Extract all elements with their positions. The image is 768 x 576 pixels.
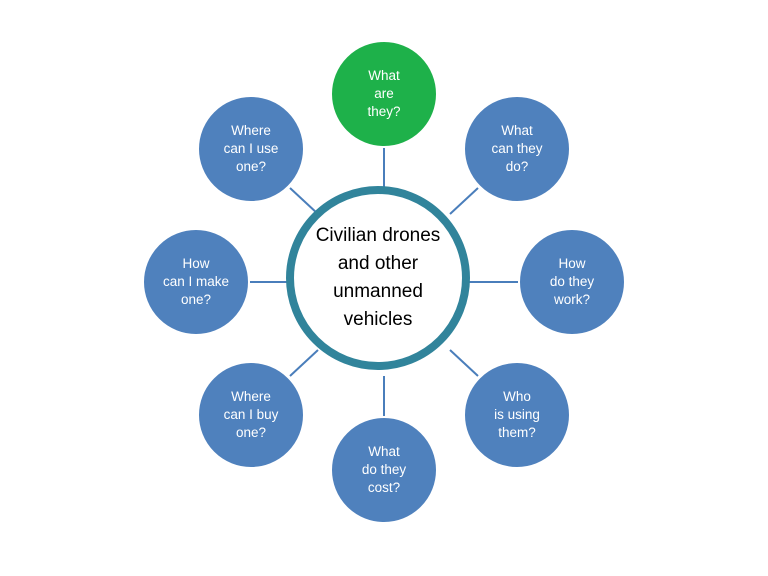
connector-where-can-i-use [289, 187, 319, 215]
node-how-do-they-work[interactable]: How do they work? [518, 228, 626, 336]
hub-circle: Civilian drones and other unmanned vehic… [286, 186, 470, 370]
node-label-line: work? [553, 292, 590, 307]
node-what-do-they-cost[interactable]: What do they cost? [330, 416, 438, 524]
node-label-line: How [558, 256, 586, 271]
node-label-line: can they [491, 141, 543, 156]
node-label-line: is using [494, 407, 540, 422]
node-label-line: do? [505, 159, 529, 174]
node-label-line: cost? [367, 480, 401, 495]
connector-where-can-i-buy [289, 349, 319, 377]
node-label-line: one? [235, 425, 267, 440]
node-label-line: How [182, 256, 210, 271]
node-label-line: one? [180, 292, 212, 307]
node-label-line: are [374, 86, 394, 101]
node-label-line: Who [503, 389, 531, 404]
node-label-line: them? [498, 425, 536, 440]
node-who-is-using-them[interactable]: Who is using them? [463, 361, 571, 469]
hub-label-line: unmanned [333, 281, 423, 302]
node-label-line: one? [235, 159, 267, 174]
node-label-line: can I make [162, 274, 230, 289]
node-label-line: What [501, 123, 533, 138]
node-where-can-i-buy-one[interactable]: Where can I buy one? [197, 361, 305, 469]
node-label-line: Where [231, 123, 271, 138]
node-label-line: they? [367, 104, 401, 119]
node-label-line: do they [361, 462, 407, 477]
connector-what-can-they-do [449, 187, 479, 215]
node-where-can-i-use-one[interactable]: Where can I use one? [197, 95, 305, 203]
connector-who-is-using-them [449, 349, 479, 377]
hub-label-line: and other [337, 253, 419, 274]
node-label-line: What [368, 444, 400, 459]
node-how-can-i-make-one[interactable]: How can I make one? [142, 228, 250, 336]
node-label-line: Where [231, 389, 271, 404]
node-label-line: can I use [223, 141, 279, 156]
node-label-line: can I buy [223, 407, 279, 422]
node-label-line: do they [549, 274, 595, 289]
node-label-line: What [368, 68, 400, 83]
node-what-are-they[interactable]: What are they? [330, 40, 438, 148]
node-what-can-they-do[interactable]: What can they do? [463, 95, 571, 203]
hub-label-line: Civilian drones [315, 225, 441, 246]
hub-label-line: vehicles [343, 309, 413, 330]
